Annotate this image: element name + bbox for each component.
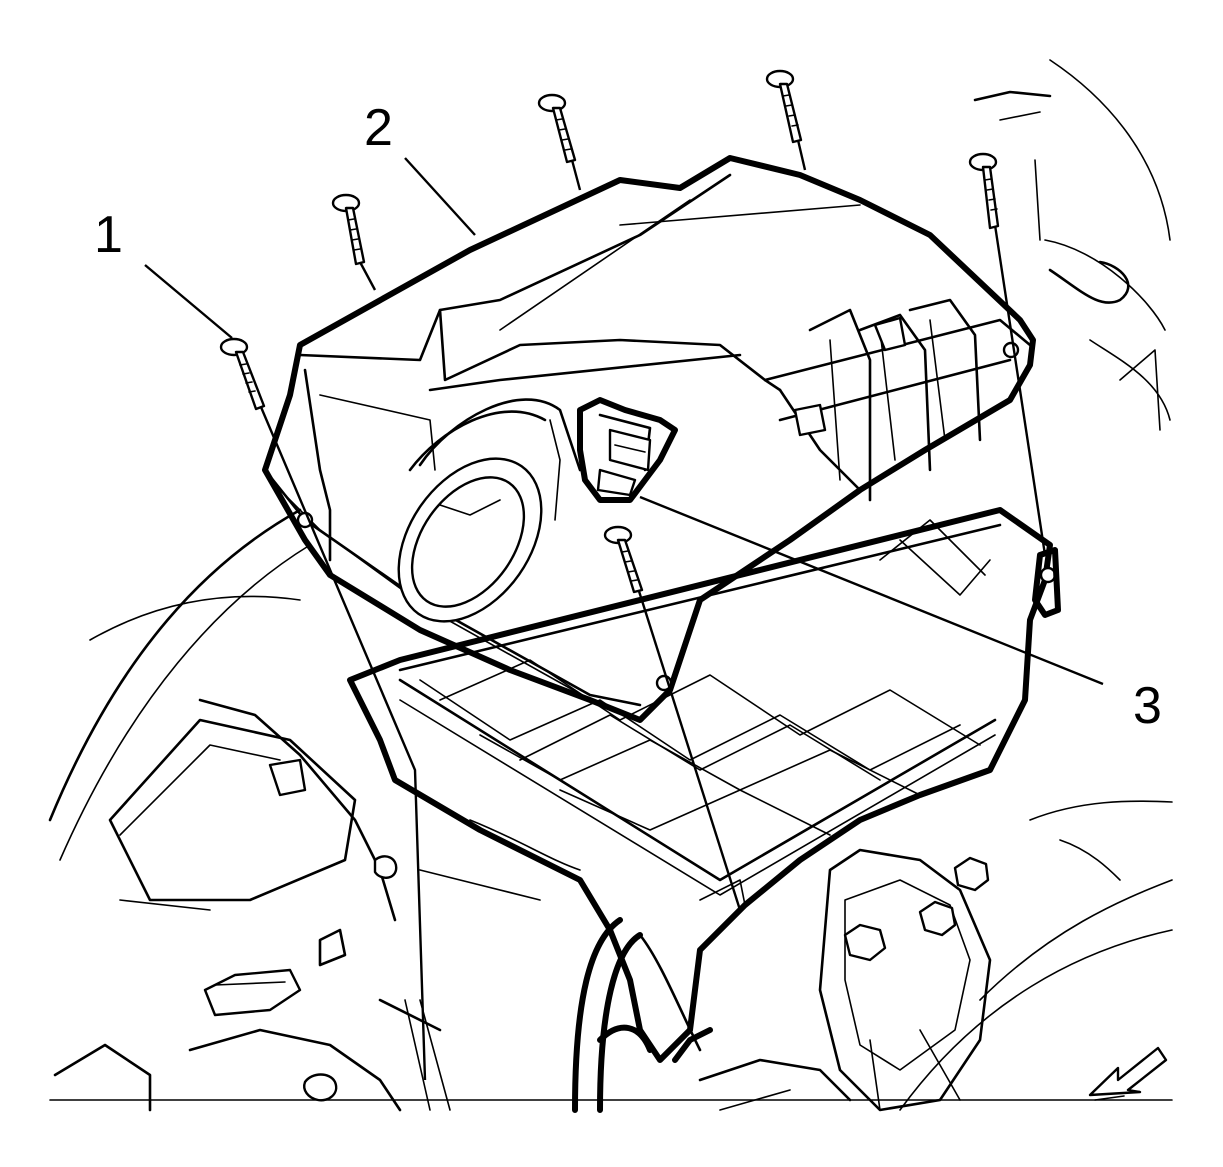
mounting-boss-right — [1002, 341, 1020, 359]
engine-bay-background — [48, 59, 1173, 1113]
leader-2 — [404, 157, 476, 236]
direction-arrow-icon — [1088, 1046, 1168, 1101]
bolt-top-middle — [537, 93, 582, 191]
mass-airflow-sensor — [577, 397, 678, 503]
bolt-front — [603, 525, 742, 911]
callout-2: 2 — [364, 99, 393, 157]
air-cleaner-upper-housing — [262, 155, 1061, 723]
cover-ribs — [808, 298, 982, 502]
callout-3: 3 — [1133, 677, 1162, 735]
bolt-far-right — [968, 152, 1047, 556]
housing-bolts — [219, 69, 1047, 1081]
callout-leaders — [144, 157, 1104, 686]
bolt-top-left — [331, 193, 377, 291]
bolt-left — [219, 337, 427, 1081]
intake-duct-outlet — [397, 398, 582, 623]
callout-1: 1 — [94, 206, 123, 264]
leader-3 — [639, 495, 1104, 686]
bolt-heads — [843, 856, 990, 962]
leader-1 — [144, 264, 233, 339]
bolt-top-right — [765, 69, 807, 171]
mounting-boss-rear — [1039, 566, 1057, 584]
